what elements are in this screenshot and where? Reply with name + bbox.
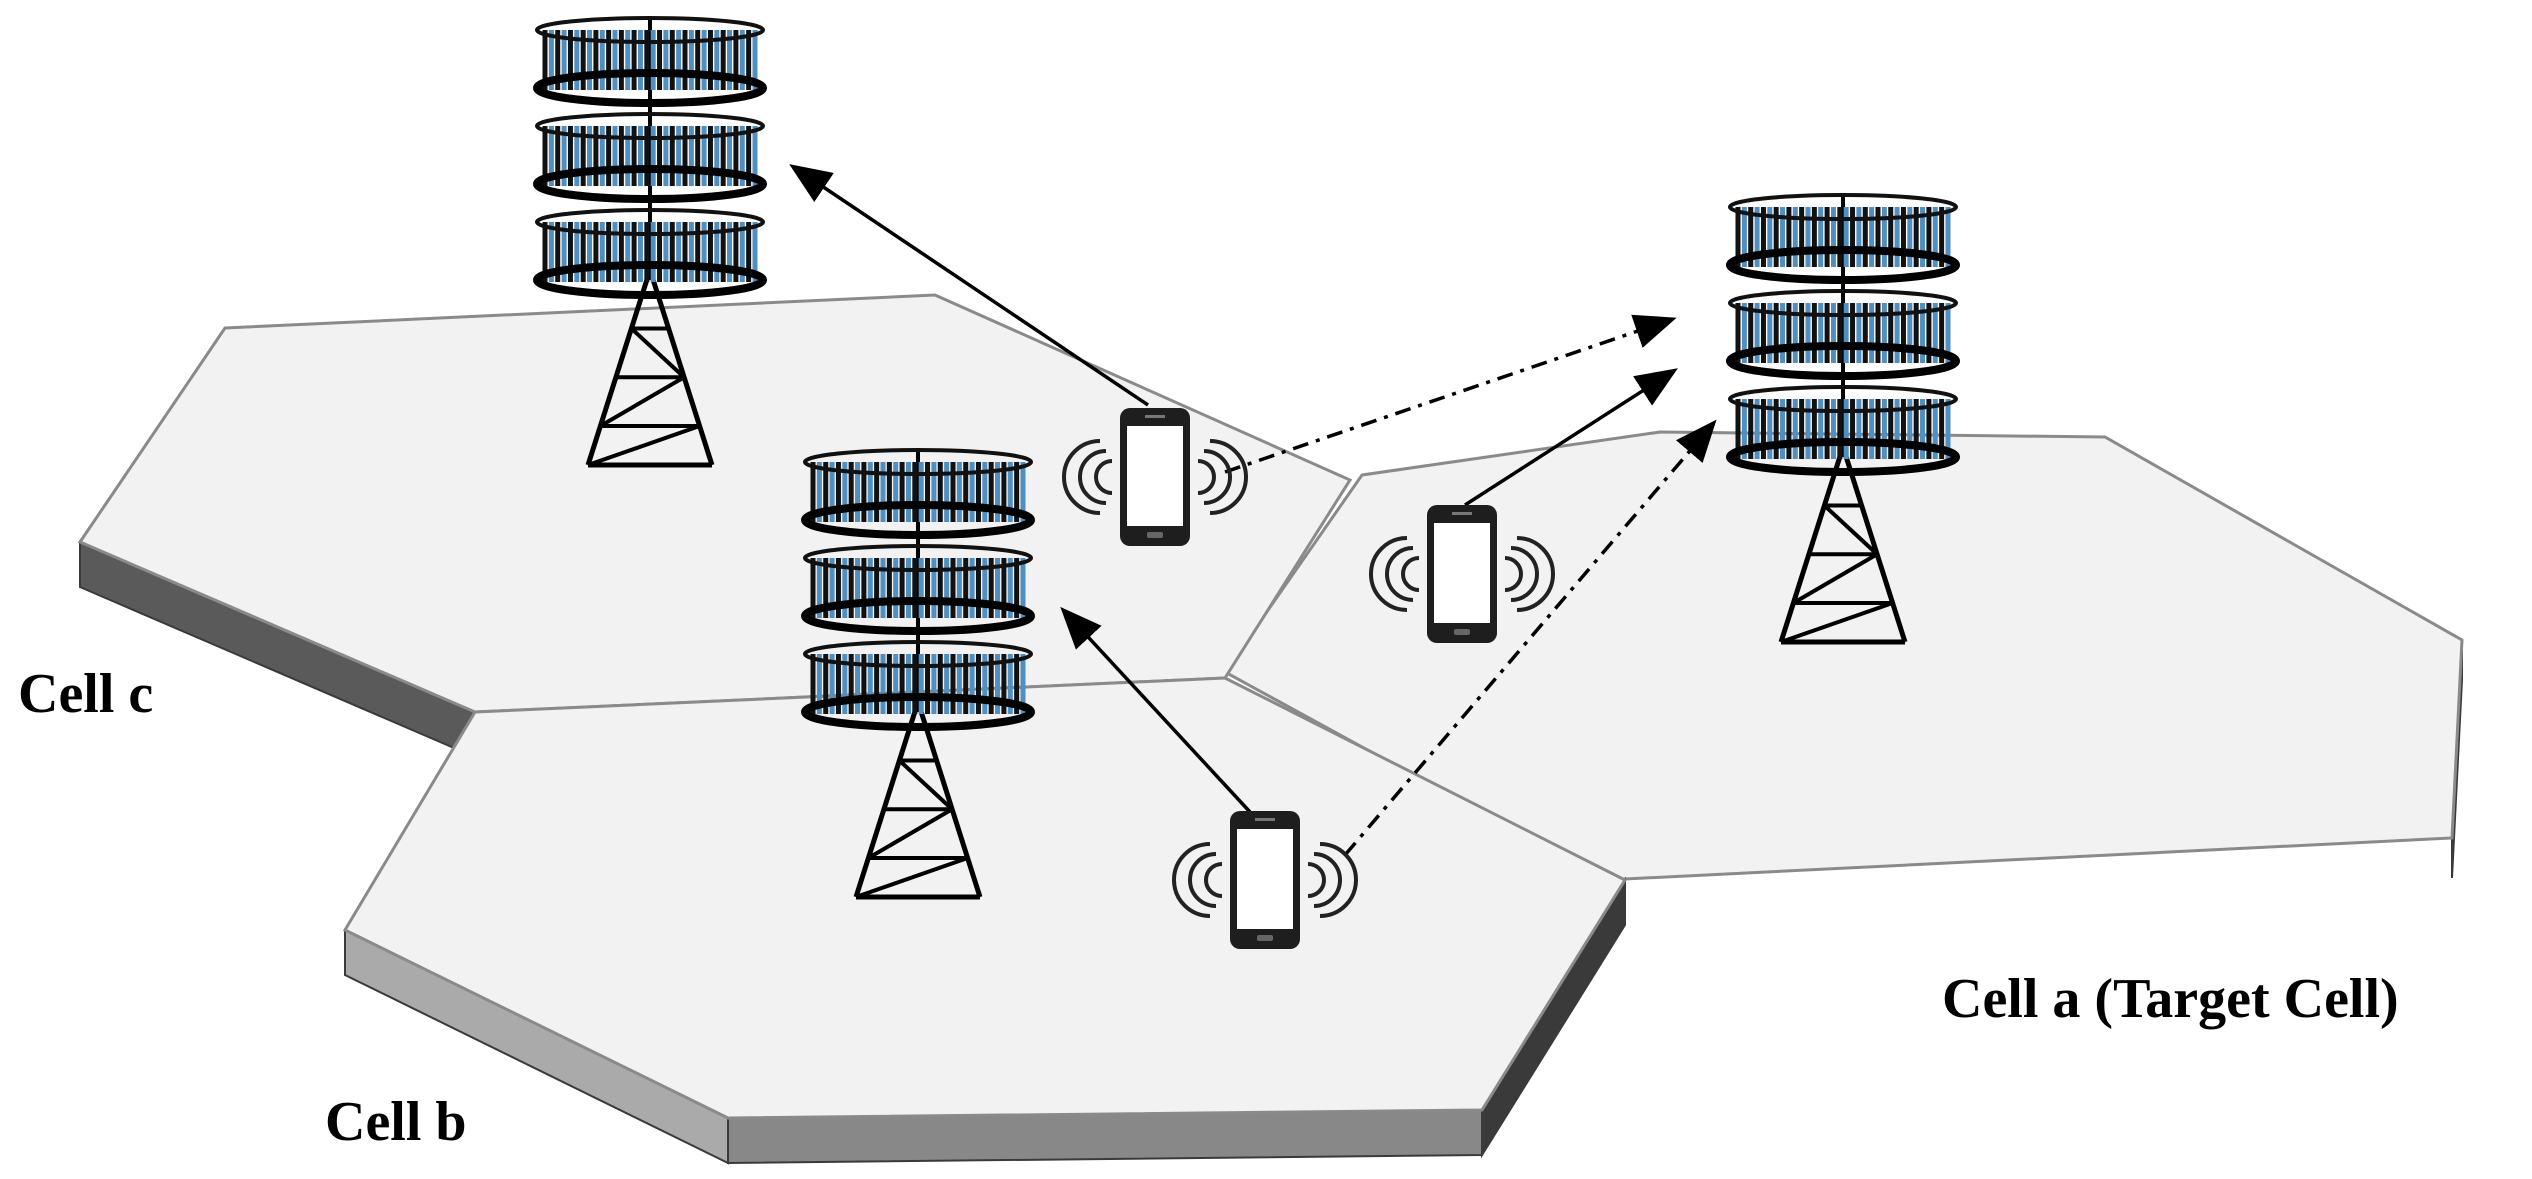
link-ue-2-to-bs-cell-a (1464, 368, 1678, 507)
antenna-array-ring (801, 544, 1035, 635)
cell-c-label: Cell c (18, 663, 154, 725)
ue-3 (1172, 811, 1358, 949)
cell-b-hexagon (342, 676, 1628, 1165)
antenna-array-ring (1726, 193, 1960, 284)
link-ue-1-to-bs-cell-c (789, 164, 1149, 407)
ue-2 (1369, 505, 1555, 643)
antenna-array-ring (533, 208, 767, 299)
bs-cell-a (1726, 193, 1960, 645)
bs-cell-b (801, 448, 1035, 900)
ue-1 (1062, 408, 1248, 546)
link-ue-3-to-bs-cell-b (1060, 606, 1252, 814)
link-ue-1-to-bs-cell-a (1224, 314, 1677, 474)
bs-cell-c (533, 16, 767, 468)
cell-b-label: Cell b (325, 1091, 467, 1153)
antenna-array-ring (1726, 385, 1960, 476)
antenna-array-ring (1726, 289, 1960, 380)
link-ue-3-to-bs-cell-a (1343, 419, 1717, 857)
antenna-array-ring (801, 640, 1035, 731)
antenna-array-ring (533, 112, 767, 203)
cell-a-label: Cell a (Target Cell) (1942, 968, 2399, 1030)
antenna-array-ring (801, 448, 1035, 539)
cell-c-hexagon (77, 293, 1353, 759)
antenna-array-ring (533, 16, 767, 107)
